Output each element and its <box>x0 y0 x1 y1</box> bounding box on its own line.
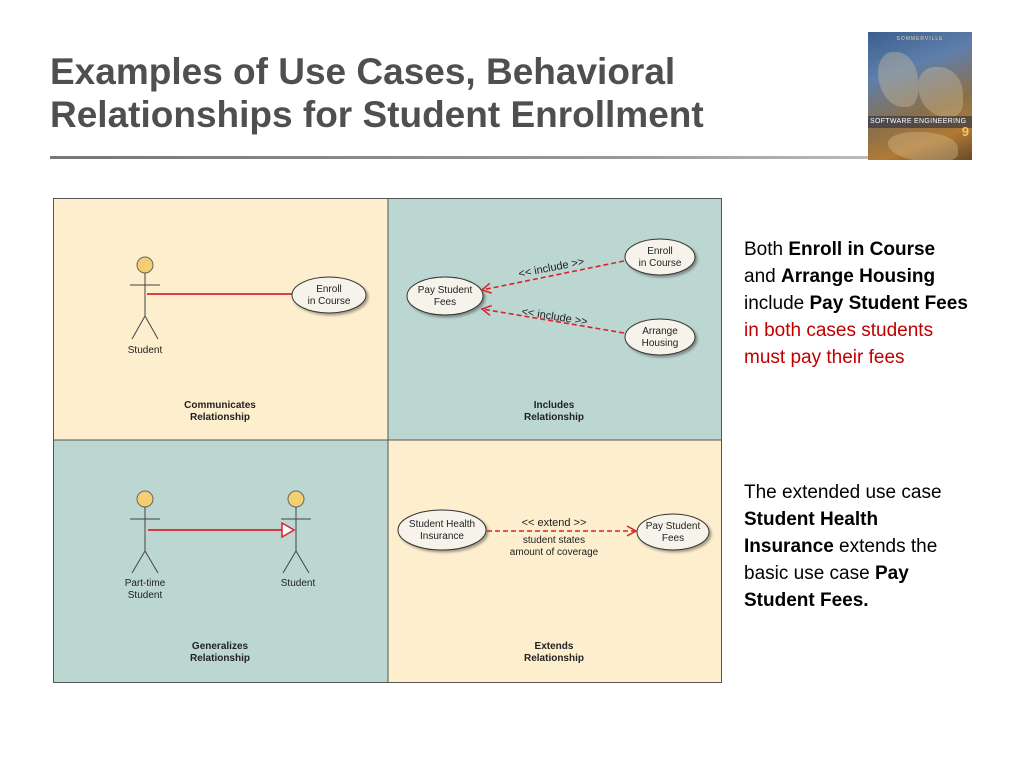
includes-note-bold-3: Pay Student Fees <box>809 293 968 314</box>
usecase-pay-fees-label-1: Pay Student <box>418 285 473 296</box>
usecase-enroll-label-1: Enroll <box>316 284 342 295</box>
extends-note-bold-4: Student Fees. <box>744 590 869 611</box>
extends-note-bold-1: Student Health <box>744 509 879 530</box>
actor-part-time-student <box>130 490 160 574</box>
usecase-arrange-label-2: Housing <box>642 338 679 349</box>
actor-student-parent <box>281 490 311 574</box>
use-case-diagram: Student Enroll in Course Communicates Re… <box>53 198 722 683</box>
usecase-student-health-insurance[interactable]: Student Health Insurance <box>397 509 487 551</box>
extend-condition-2: amount of coverage <box>510 547 599 558</box>
includes-caption-1: Includes <box>534 400 575 411</box>
usecase-arrange-housing[interactable]: Arrange Housing <box>624 318 696 356</box>
includes-note-red-2: must pay their fees <box>744 347 905 368</box>
includes-explanation: Both Enroll in Course and Arrange Housin… <box>744 236 994 371</box>
includes-note-bold-2: Arrange Housing <box>780 266 936 287</box>
actor-part-time-label-1: Part-time <box>125 578 166 589</box>
book-cover-author: SOMMERVILLE <box>896 36 944 42</box>
title-underline <box>50 156 870 159</box>
extends-caption-2: Relationship <box>524 653 584 664</box>
title-line-1: Examples of Use Cases, Behavioral <box>50 51 676 92</box>
book-cover-title: SOFTWARE ENGINEERING <box>870 118 967 125</box>
usecase-enroll-in-course[interactable]: Enroll in Course <box>291 276 367 314</box>
slide-title: Examples of Use Cases, Behavioral Relati… <box>50 50 840 136</box>
actor-part-time-label-2: Student <box>128 590 163 601</box>
extends-note-bold-3: Pay <box>874 563 909 584</box>
usecase-enroll-in-course-includes[interactable]: Enroll in Course <box>624 238 696 276</box>
generalizes-caption-1: Generalizes <box>192 641 249 652</box>
diagram-svg: Student Enroll in Course Communicates Re… <box>54 199 721 682</box>
generalizes-caption-2: Relationship <box>190 653 250 664</box>
actor-student <box>130 256 160 340</box>
usecase-enroll-inc-label-1: Enroll <box>647 246 673 257</box>
usecase-arrange-label-1: Arrange <box>642 326 678 337</box>
quadrant-extends <box>388 440 721 682</box>
includes-note-red-1: in both cases students <box>744 320 934 341</box>
includes-note-bold-1: Enroll in Course <box>788 239 936 260</box>
extends-explanation: The extended use case Student Health Ins… <box>744 479 994 614</box>
usecase-health-label-2: Insurance <box>420 531 464 542</box>
book-cover-image: SOMMERVILLE SOFTWARE ENGINEERING 9 <box>868 32 972 160</box>
extends-note-bold-2: Insurance <box>744 536 834 557</box>
extends-caption-1: Extends <box>535 641 574 652</box>
communicates-caption-2: Relationship <box>190 412 250 423</box>
communicates-caption-1: Communicates <box>184 400 256 411</box>
book-cover-edition: 9 <box>961 124 969 139</box>
extends-note-text-3: basic use case <box>744 563 875 584</box>
usecase-pay-fees-label-2: Fees <box>434 297 456 308</box>
include-arrow-enroll <box>480 260 625 294</box>
title-line-2: Relationships for Student Enrollment <box>50 94 704 135</box>
extend-label: << extend >> <box>522 517 587 529</box>
extend-condition-1: student states <box>523 535 585 546</box>
extends-note-text-2: extends the <box>833 536 938 557</box>
quadrant-communicates <box>54 199 388 440</box>
includes-note-text-2: and <box>744 266 781 287</box>
usecase-pay-fees-ext-label-1: Pay Student <box>646 521 701 532</box>
actor-student-label: Student <box>128 345 163 356</box>
usecase-enroll-inc-label-2: in Course <box>639 258 682 269</box>
usecase-enroll-label-2: in Course <box>308 296 351 307</box>
actor-student-parent-label: Student <box>281 578 316 589</box>
usecase-pay-fees-ext-label-2: Fees <box>662 533 684 544</box>
quadrant-generalizes <box>54 440 388 682</box>
usecase-pay-student-fees-extends[interactable]: Pay Student Fees <box>636 513 710 551</box>
includes-caption-2: Relationship <box>524 412 584 423</box>
usecase-health-label-1: Student Health <box>409 519 475 530</box>
includes-note-text-1: Both <box>744 239 789 260</box>
usecase-pay-student-fees[interactable]: Pay Student Fees <box>406 276 484 316</box>
extends-note-text-1: The extended use case <box>744 482 942 503</box>
includes-note-text-3: include <box>744 293 810 314</box>
include-arrow-housing <box>480 304 625 334</box>
